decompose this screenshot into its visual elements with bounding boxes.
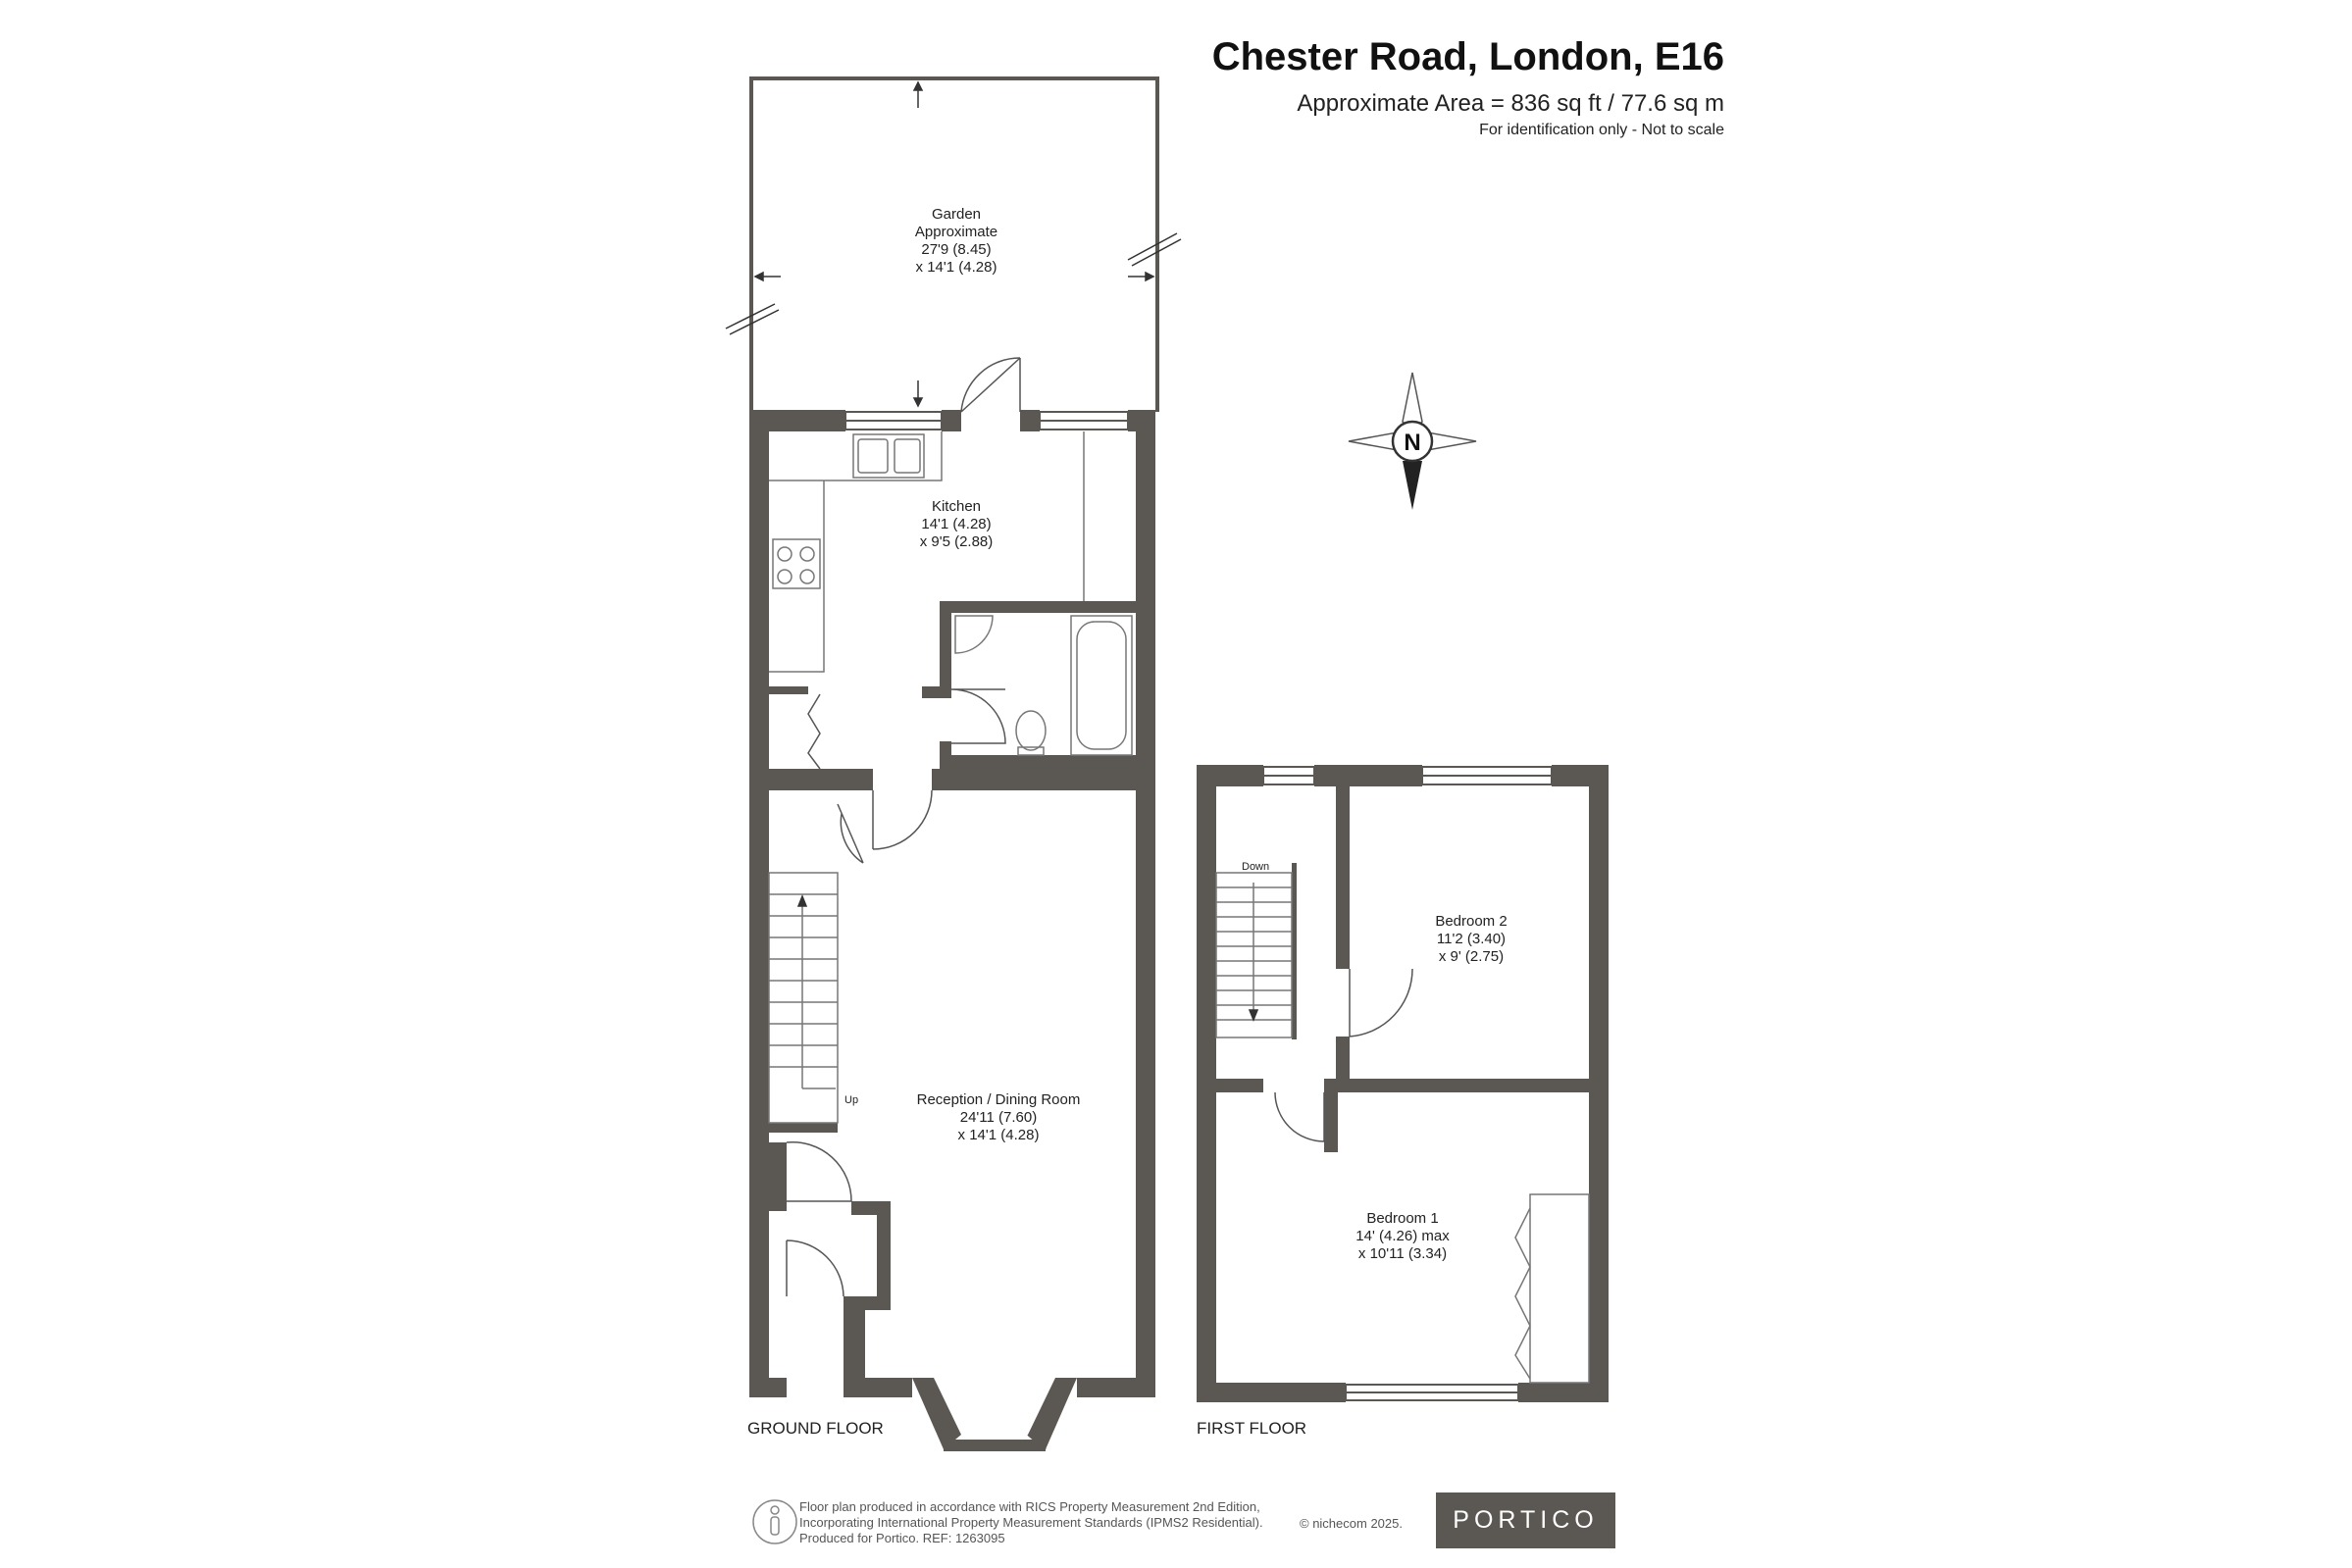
kitchen-label-3: x 9'5 (2.88): [920, 533, 994, 550]
page-title: Chester Road, London, E16: [1211, 35, 1724, 78]
ground-floor-label: GROUND FLOOR: [747, 1419, 884, 1438]
windows: [844, 411, 1553, 1450]
bedroom1-label-2: 14' (4.26) max: [1355, 1228, 1450, 1244]
garden-label-1: Garden: [932, 206, 981, 223]
compass-rose-icon: N: [1348, 372, 1477, 510]
footer-line-2: Incorporating International Property Mea…: [799, 1515, 1263, 1530]
reception-label-2: 24'11 (7.60): [960, 1109, 1037, 1126]
dimension-arrows: [725, 80, 1259, 1023]
first-floor-label: FIRST FLOOR: [1197, 1419, 1306, 1438]
portico-logo: PORTICO: [1436, 1492, 1615, 1548]
walls: [749, 76, 1609, 1451]
fixtures: [768, 431, 1590, 1384]
area-summary: Approximate Area = 836 sq ft / 77.6 sq m: [1297, 90, 1724, 117]
footer-line-1: Floor plan produced in accordance with R…: [799, 1499, 1260, 1514]
kitchen-label-2: 14'1 (4.28): [921, 516, 991, 532]
garden-label-4: x 14'1 (4.28): [916, 259, 997, 276]
stair-treads: [769, 893, 838, 1068]
bedroom1-label-3: x 10'11 (3.34): [1358, 1245, 1447, 1262]
stairs-down-label: Down: [1242, 861, 1269, 873]
door-swings: [786, 357, 1413, 1297]
copyright: © nichecom 2025.: [1300, 1516, 1403, 1531]
bedroom2-label-2: 11'2 (3.40): [1437, 931, 1506, 947]
bedroom2-label-1: Bedroom 2: [1435, 913, 1507, 930]
reception-label-1: Reception / Dining Room: [917, 1091, 1081, 1108]
kitchen-label-1: Kitchen: [932, 498, 981, 515]
nichecom-logo-icon: [752, 1499, 797, 1544]
garden-label-3: 27'9 (8.45): [921, 241, 991, 258]
disclaimer: For identification only - Not to scale: [1479, 122, 1724, 138]
footer-line-3: Produced for Portico. REF: 1263095: [799, 1531, 1005, 1545]
garden-label-2: Approximate: [915, 224, 997, 240]
footer-notes: Floor plan produced in accordance with R…: [799, 1499, 1263, 1546]
reception-label-3: x 14'1 (4.28): [958, 1127, 1040, 1143]
compass-north-label: N: [1404, 430, 1420, 456]
bedroom1-label-1: Bedroom 1: [1366, 1210, 1438, 1227]
bedroom2-label-3: x 9' (2.75): [1439, 948, 1504, 965]
stairs-up-label: Up: [844, 1094, 858, 1106]
